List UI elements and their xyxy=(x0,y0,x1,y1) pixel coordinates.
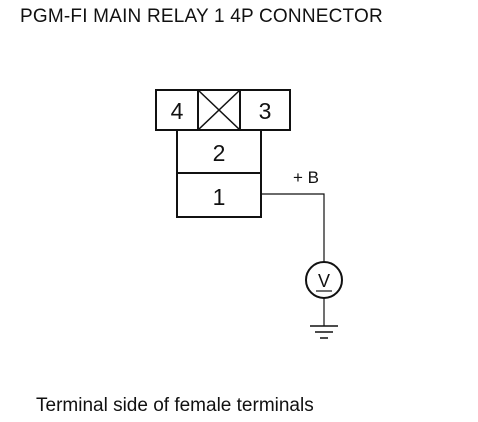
terminal-2-label: 2 xyxy=(213,140,226,166)
diagram-caption: Terminal side of female terminals xyxy=(36,395,314,416)
terminal-3-label: 3 xyxy=(259,98,272,124)
ground-icon xyxy=(310,298,338,339)
terminal-4-label: 4 xyxy=(171,98,184,124)
blank-cavity-cross xyxy=(197,89,241,131)
voltmeter-letter: V xyxy=(318,271,330,291)
voltage-label: + B xyxy=(293,168,319,187)
probe-wire xyxy=(261,193,325,262)
diagram-title: PGM-FI MAIN RELAY 1 4P CONNECTOR xyxy=(20,6,383,27)
terminal-1-label: 1 xyxy=(213,184,226,210)
